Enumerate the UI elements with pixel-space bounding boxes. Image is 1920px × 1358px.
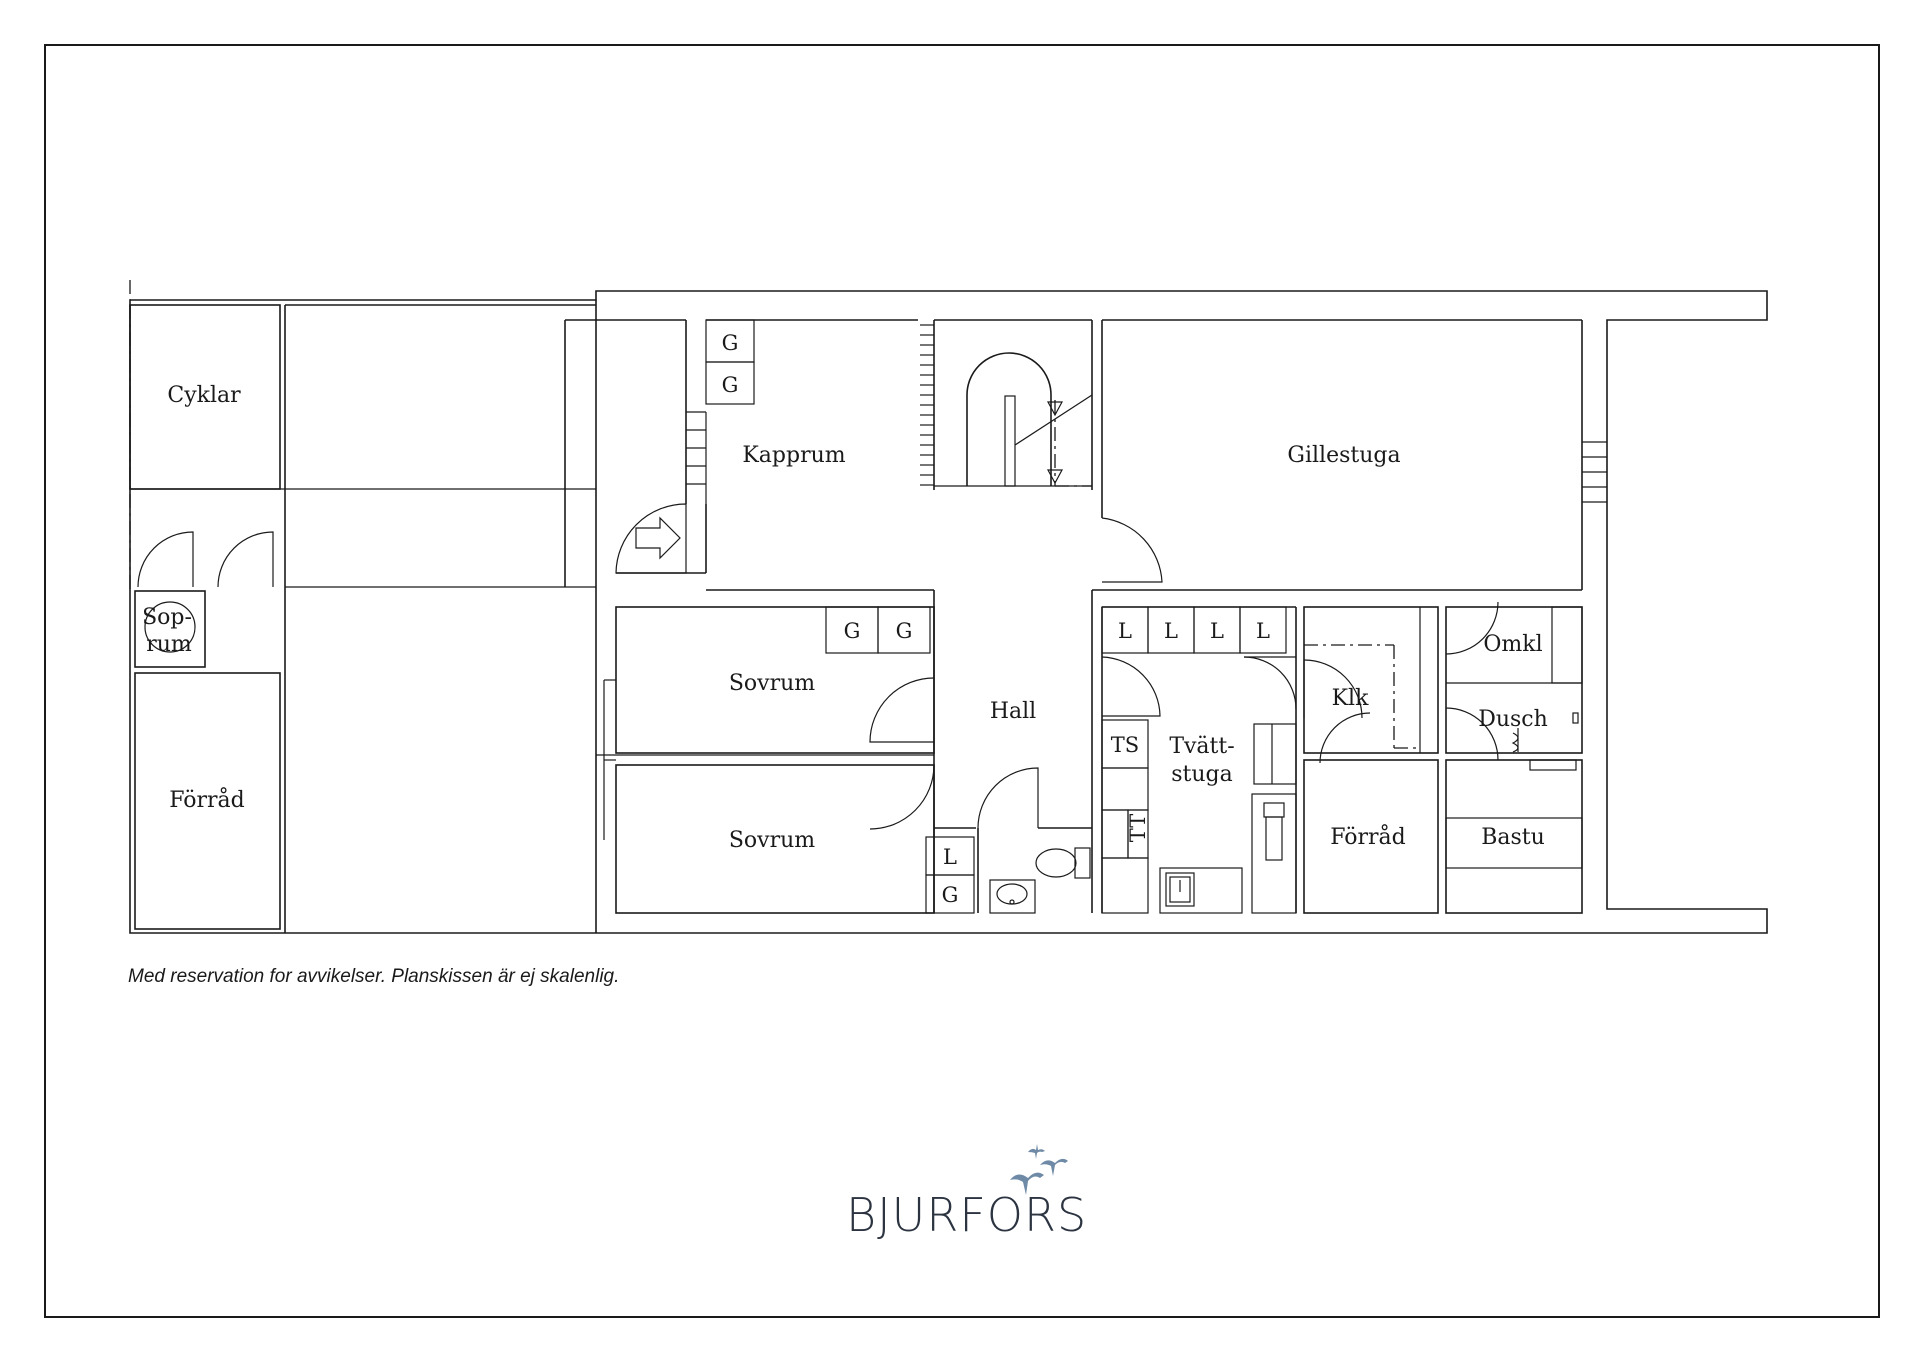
left-storage-block	[129, 304, 596, 933]
room-label-tvattstuga-line2: stuga	[1171, 762, 1233, 787]
linneskap-label: L	[1210, 619, 1224, 643]
room-label-kapprum: Kapprum	[742, 443, 845, 468]
room-label-soprum-line2: rum	[146, 632, 192, 657]
hall-area	[933, 590, 1093, 914]
fixture-labels: G G G G L G L L L L TS TT	[722, 331, 1270, 907]
room-label-sovrum-upper: Sovrum	[729, 671, 815, 696]
bjurfors-bird-logo	[1010, 1144, 1068, 1195]
garderob-label: G	[942, 883, 959, 907]
room-labels: Cyklar Sop- rum Förråd Kapprum Gillestug…	[142, 383, 1548, 853]
linneskap-label: L	[1164, 619, 1178, 643]
linneskap-label: L	[1118, 619, 1132, 643]
wc-fixtures	[989, 847, 1091, 914]
sovrum-upper-room	[596, 606, 935, 840]
room-label-tvattstuga-line1: Tvätt-	[1169, 734, 1234, 759]
room-label-gillestuga: Gillestuga	[1287, 443, 1400, 468]
bjurfors-logo-text: BJURFORS	[846, 1188, 1088, 1242]
staircase	[920, 319, 1093, 490]
garderob-label: G	[844, 619, 861, 643]
garderob-label: G	[722, 373, 739, 397]
room-label-sovrum-lower: Sovrum	[729, 828, 815, 853]
room-label-forrad-right: Förråd	[1330, 823, 1406, 850]
tumlare-label: TT	[1126, 814, 1150, 842]
linneskap-label: L	[943, 845, 957, 869]
room-label-omkl: Omkl	[1483, 632, 1542, 657]
wet-rooms-block	[1445, 601, 1583, 914]
outer-walls	[129, 280, 1768, 934]
garderob-label: G	[722, 331, 739, 355]
garderob-label: G	[896, 619, 913, 643]
gillestuga-window	[1582, 441, 1607, 503]
disclaimer-text: Med reservation for avvikelser. Planskis…	[128, 966, 620, 987]
room-label-hall: Hall	[990, 699, 1036, 724]
entrance-area	[564, 300, 707, 933]
gillestuga-room	[1092, 319, 1607, 591]
room-label-cyklar: Cyklar	[167, 383, 241, 408]
linneskap-label: L	[1256, 619, 1270, 643]
stair-ticks	[920, 324, 934, 486]
page-border	[44, 44, 1880, 1318]
room-label-bastu: Bastu	[1481, 825, 1545, 850]
tvattstuga-room	[1101, 606, 1297, 914]
shower-fixture	[1511, 712, 1579, 753]
room-label-soprum-line1: Sop-	[142, 605, 192, 630]
room-label-dusch: Dusch	[1478, 707, 1548, 732]
kapprum-room	[616, 319, 934, 591]
room-label-forrad-left: Förråd	[169, 786, 245, 813]
torkskap-label: TS	[1111, 733, 1139, 757]
room-label-klk: Klk	[1332, 686, 1369, 711]
klk-forrad-block	[1303, 606, 1439, 914]
